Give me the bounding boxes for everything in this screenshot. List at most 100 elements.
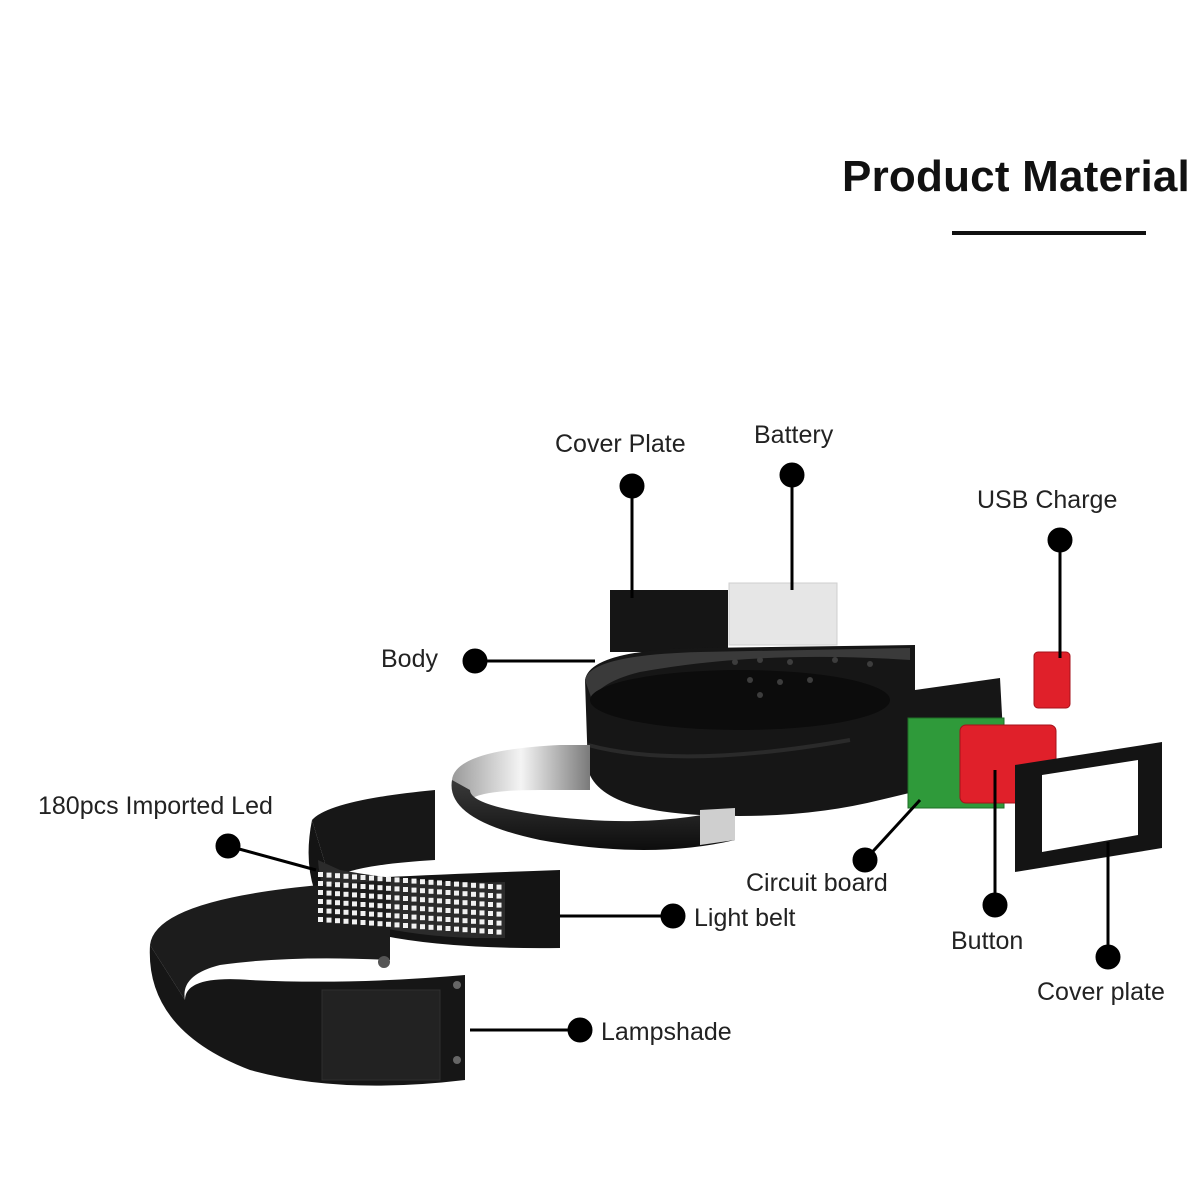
led-chip (394, 913, 400, 919)
led-chip (437, 898, 442, 904)
led-chip (471, 882, 476, 888)
led-chip (479, 883, 485, 889)
label-lampshade: Lampshade (601, 1018, 732, 1046)
led-chip (386, 903, 391, 909)
led-chip (488, 911, 493, 916)
led-chip (343, 891, 349, 897)
led-chip (479, 892, 485, 898)
led-chip (318, 890, 323, 895)
led-chip (454, 899, 459, 905)
led-chip (496, 902, 502, 908)
led-chip (403, 887, 408, 892)
led-chip (454, 917, 459, 923)
led-chip (360, 911, 366, 916)
led-chip (454, 908, 459, 914)
led-chip (471, 900, 476, 906)
label-circuit-board: Circuit board (746, 869, 888, 897)
led-chip (454, 881, 459, 887)
led-chip (369, 911, 374, 917)
led-chip (335, 873, 340, 879)
led-chip (352, 910, 357, 916)
led-chip (496, 884, 502, 890)
led-chip (462, 891, 468, 897)
led-chip (411, 923, 417, 929)
led-chip (479, 928, 485, 934)
led-chip (445, 881, 451, 886)
led-chip (335, 882, 340, 888)
led-chip (437, 907, 442, 913)
led-chip (369, 875, 374, 881)
led-chip (488, 902, 493, 907)
cover-plate-side-part (1015, 742, 1162, 872)
led-chip (411, 905, 417, 911)
led-grid (318, 872, 502, 935)
body-part (585, 645, 1005, 816)
label-button: Button (951, 927, 1024, 955)
led-chip (445, 917, 451, 922)
led-chip (462, 909, 468, 915)
led-chip (496, 893, 502, 899)
led-chip (318, 908, 323, 913)
led-chip (428, 879, 434, 885)
led-chip (496, 920, 502, 926)
led-chip (352, 883, 357, 889)
led-chip (445, 926, 451, 931)
led-chip (420, 924, 425, 930)
led-chip (343, 882, 349, 888)
led-chip (335, 918, 340, 924)
led-chip (326, 899, 332, 905)
led-chip (403, 914, 408, 919)
label-cover-plate-top: Cover Plate (555, 430, 686, 458)
led-chip (394, 877, 400, 883)
led-chip (411, 887, 417, 893)
led-chip (479, 901, 485, 907)
title-underline (952, 231, 1146, 235)
led-chip (394, 895, 400, 901)
led-chip (377, 885, 383, 891)
led-chip (360, 902, 366, 907)
led-chip (437, 889, 442, 895)
led-chip (360, 893, 366, 898)
lampshade-part (149, 880, 466, 1086)
led-chip (488, 884, 493, 889)
led-chip (369, 920, 374, 926)
led-chip (326, 872, 332, 878)
led-chip (326, 917, 332, 923)
led-chip (471, 909, 476, 915)
led-chip (386, 921, 391, 927)
callouts (215, 462, 1121, 1043)
led-chip (377, 912, 383, 918)
led-chip (454, 926, 459, 932)
led-chip (454, 890, 459, 896)
led-chip (386, 885, 391, 891)
led-chip (471, 927, 476, 933)
led-chip (428, 906, 434, 912)
led-chip (352, 892, 357, 898)
led-chip (335, 900, 340, 906)
led-chip (420, 906, 425, 912)
led-chip (377, 876, 383, 882)
led-chip (462, 918, 468, 924)
led-chip (326, 908, 332, 914)
led-chip (318, 917, 323, 922)
led-chip (488, 929, 493, 934)
usb-charge-part (1033, 651, 1071, 709)
led-chip (462, 927, 468, 933)
page-title: Product Material (842, 152, 1190, 201)
led-chip (420, 897, 425, 903)
led-chip (420, 888, 425, 894)
led-chip (445, 890, 451, 895)
led-chip (420, 879, 425, 885)
led-chip (343, 918, 349, 924)
led-chip (352, 874, 357, 880)
led-chip (496, 911, 502, 917)
led-chip (488, 920, 493, 925)
led-chip (479, 910, 485, 916)
led-chip (377, 894, 383, 900)
led-chip (360, 920, 366, 925)
led-chip (369, 902, 374, 908)
led-chip (369, 884, 374, 890)
led-chip (335, 891, 340, 897)
led-chip (394, 904, 400, 910)
